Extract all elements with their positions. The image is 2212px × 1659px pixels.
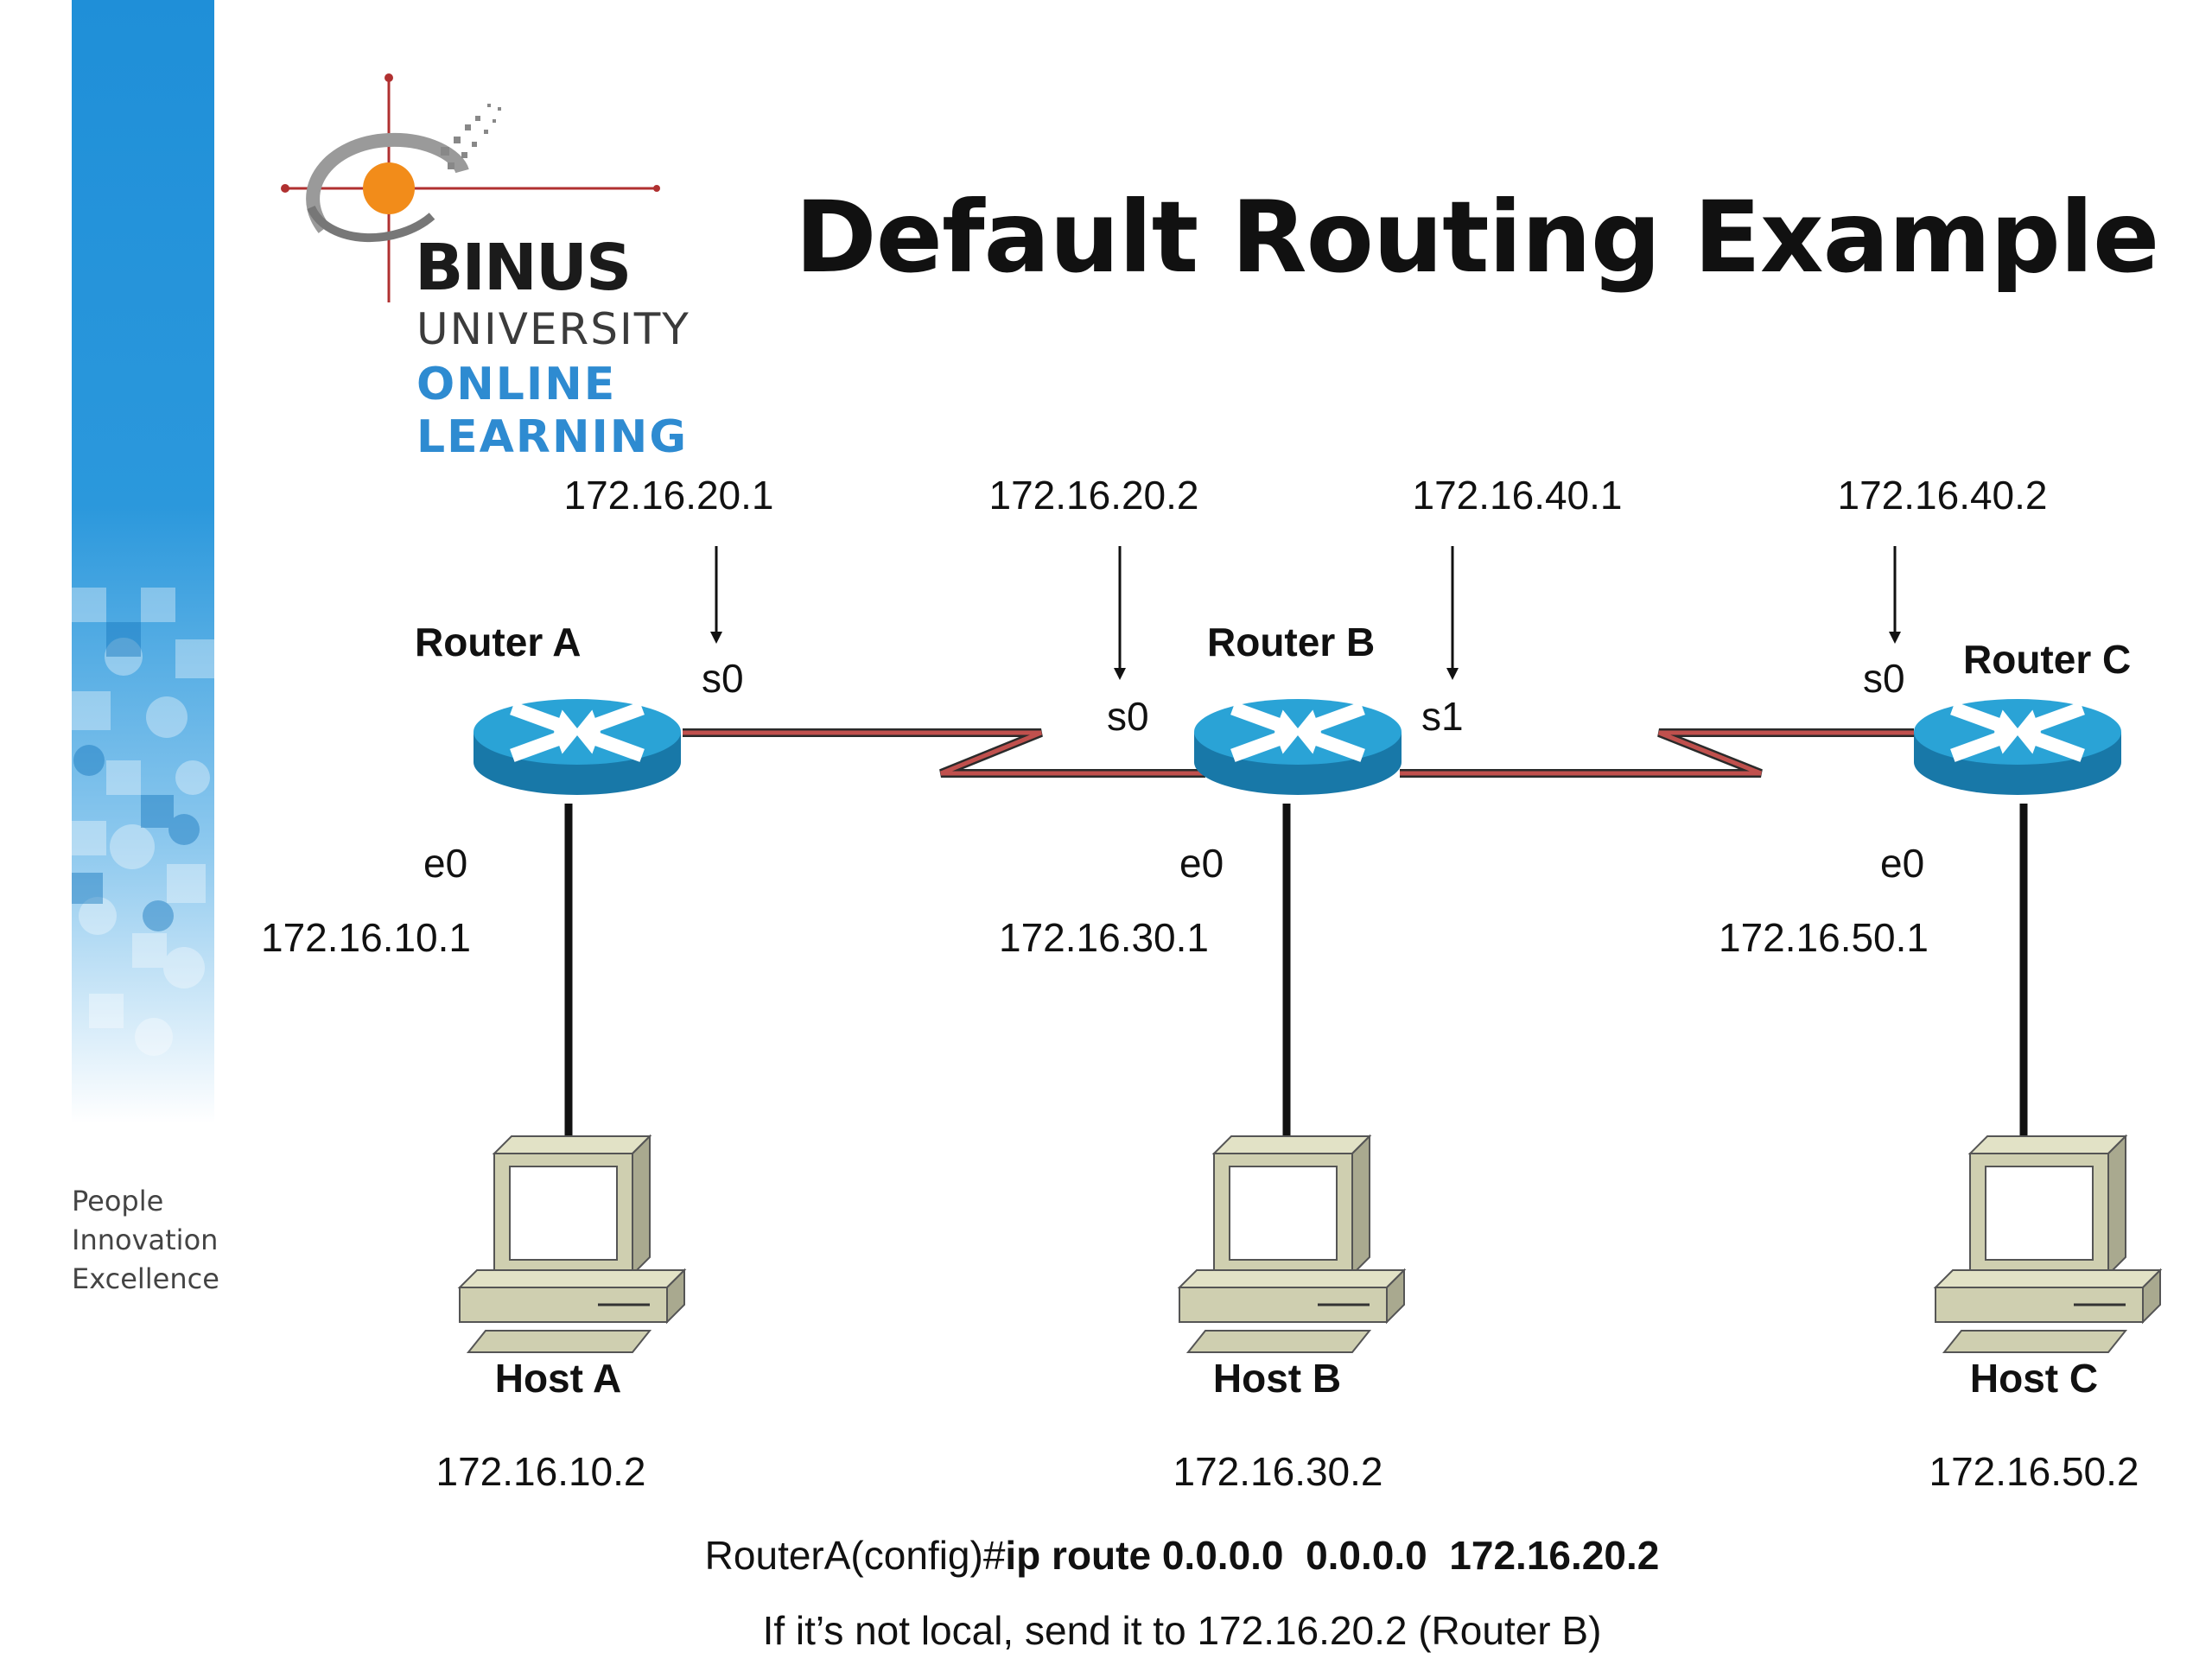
ip-label: 172.16.10.1 (261, 915, 472, 960)
router-name: Router C (1963, 637, 2132, 682)
logo-binus-text: BINUS (415, 231, 632, 305)
interface-label: s1 (1421, 694, 1464, 739)
logo-online-text: ONLINE (416, 359, 617, 410)
tagline-line: Innovation (72, 1224, 219, 1256)
config-command: RouterA(config)#ip route 0.0.0.0 0.0.0.0… (705, 1532, 1660, 1579)
serial-link-ab (683, 728, 1205, 778)
host-name: Host A (494, 1356, 622, 1401)
command-text: ip route 0.0.0.0 0.0.0.0 172.16.20.2 (1005, 1533, 1660, 1578)
interface-label: e0 (423, 841, 468, 886)
ip-label: 172.16.10.2 (435, 1449, 646, 1494)
router-name: Router B (1207, 620, 1376, 664)
binus-logo-graphic (281, 73, 536, 302)
host-name: Host B (1212, 1356, 1342, 1401)
ip-label: 172.16.50.2 (1929, 1449, 2139, 1494)
explanation-note: If it’s not local, send it to 172.16.20.… (762, 1608, 1602, 1653)
ip-label: 172.16.30.2 (1173, 1449, 1383, 1494)
interface-label: s0 (702, 656, 744, 701)
router-icon (1914, 693, 2121, 795)
command-prefix: RouterA(config)# (704, 1533, 1006, 1578)
ip-label: 172.16.20.2 (988, 473, 1199, 518)
host-name: Host C (1969, 1356, 2099, 1401)
logo-learning-text: LEARNING (416, 411, 689, 463)
interface-label: e0 (1179, 841, 1224, 886)
ip-label: 172.16.30.1 (999, 915, 1210, 960)
ip-label: 172.16.50.1 (1719, 915, 1929, 960)
tagline-line: Excellence (72, 1262, 219, 1295)
ip-label: 172.16.20.1 (563, 473, 774, 518)
computer-icon (458, 1135, 686, 1354)
ip-label: 172.16.40.1 (1412, 473, 1623, 518)
ip-label: 172.16.40.2 (1837, 473, 2048, 518)
tagline: People Innovation Excellence (72, 1182, 219, 1299)
tagline-line: People (72, 1185, 164, 1217)
computer-icon (1178, 1135, 1406, 1354)
logo-crosshair-extension (536, 185, 660, 192)
router-name: Router A (415, 620, 582, 664)
serial-link-bc (1400, 728, 1914, 778)
logo-university-text: UNIVERSITY (416, 304, 690, 354)
router-icon (474, 693, 681, 795)
router-icon (1194, 693, 1402, 795)
interface-label: s0 (1863, 656, 1905, 701)
interface-label: s0 (1107, 694, 1149, 739)
interface-label: e0 (1880, 841, 1925, 886)
page-title: Default Routing Example (795, 180, 2159, 295)
sidebar-decoration (72, 0, 214, 1123)
computer-icon (1934, 1135, 2162, 1354)
